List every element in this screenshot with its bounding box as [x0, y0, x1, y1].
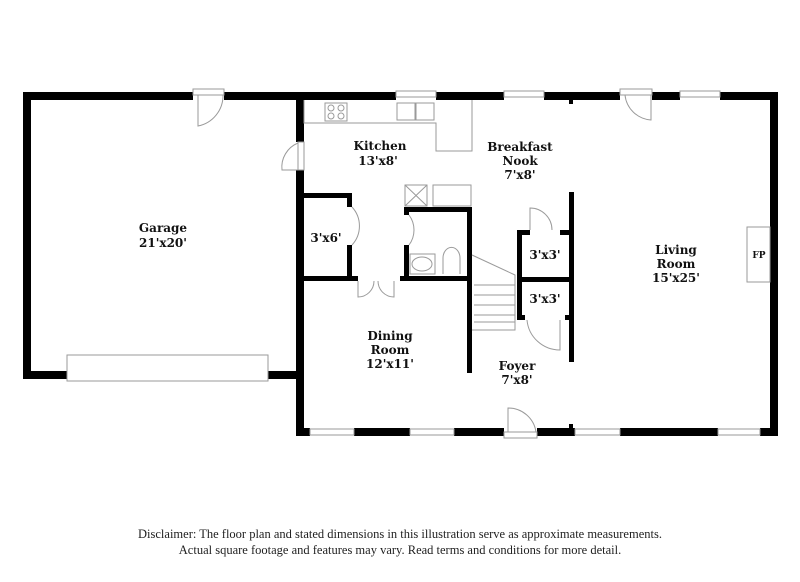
disclaimer-line-2: Actual square footage and features may v… — [178, 543, 622, 557]
dining-dims: 12'x11' — [366, 357, 414, 371]
living-name-2: Room — [657, 257, 696, 271]
breakfast-nook-name-2: Nook — [502, 154, 538, 168]
fireplace-label: FP — [752, 251, 765, 261]
living-dims: 15'x25' — [652, 271, 700, 285]
closet-lower-dims: 3'x3' — [529, 292, 560, 306]
room-labels: Garage 21'x20' Kitchen 13'x8' Breakfast … — [139, 139, 766, 387]
closet-upper-dims: 3'x3' — [529, 248, 560, 262]
foyer-name: Foyer — [499, 359, 536, 373]
exterior-walls — [23, 92, 778, 436]
garage-dims: 21'x20' — [139, 236, 187, 250]
breakfast-nook-name-1: Breakfast — [487, 140, 553, 154]
disclaimer: Disclaimer: The floor plan and stated di… — [0, 526, 800, 558]
interior-walls — [304, 192, 574, 373]
kitchen-dims: 13'x8' — [358, 154, 398, 168]
kitchen-name: Kitchen — [354, 139, 407, 153]
foyer-dims: 7'x8' — [501, 373, 532, 387]
dining-name-1: Dining — [367, 329, 413, 343]
fixtures — [66, 88, 771, 439]
breakfast-nook-dims: 7'x8' — [504, 168, 535, 182]
disclaimer-line-1: Disclaimer: The floor plan and stated di… — [138, 527, 662, 541]
closet-left-dims: 3'x6' — [310, 231, 341, 245]
dining-name-2: Room — [371, 343, 410, 357]
living-name-1: Living — [655, 243, 697, 257]
garage-name: Garage — [139, 221, 188, 235]
